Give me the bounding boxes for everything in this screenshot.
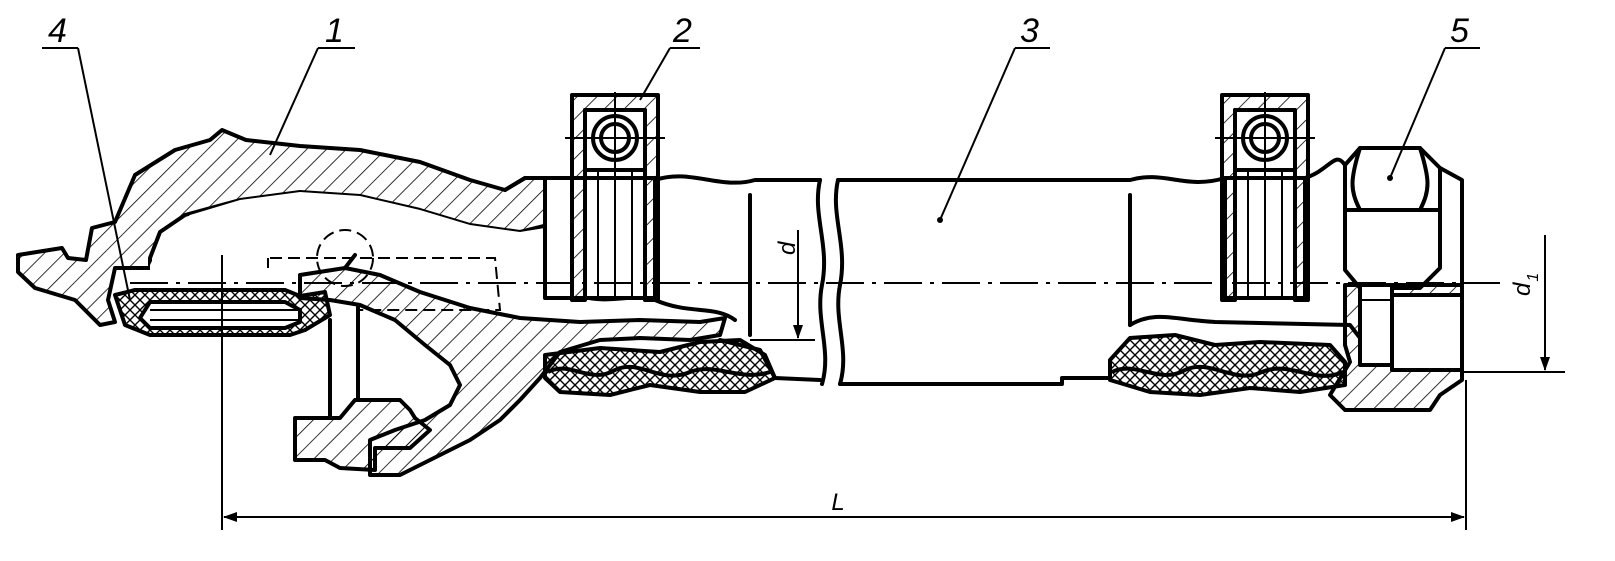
dimension-label-L: L [831, 489, 844, 516]
hose-outline-top-left [653, 174, 822, 185]
callout-label-4: 4 [48, 12, 67, 50]
callout-label-3: 3 [1020, 12, 1039, 50]
callout-3: 3 [937, 12, 1050, 223]
hose-wall-right [1108, 333, 1347, 397]
coupling-bore [150, 192, 545, 285]
hose-break-right [833, 178, 846, 386]
union-nut-edge [1303, 157, 1464, 287]
callout-leader [1389, 47, 1446, 179]
callout-2: 2 [639, 12, 700, 101]
union-thread-left [1358, 283, 1394, 367]
callout-4: 4 [42, 12, 131, 301]
hose [543, 174, 1362, 397]
callout-leader [77, 47, 131, 301]
dimension-label-d1: d1 [1509, 273, 1542, 296]
callout-label-2: 2 [672, 12, 692, 50]
union-nut [1303, 146, 1464, 412]
hose-corrugation-right [1111, 364, 1344, 378]
valve-bore-hidden [267, 257, 502, 311]
callout-5: 5 [1387, 12, 1480, 181]
union-nut-hex [1343, 146, 1442, 290]
hose-break-left [815, 178, 828, 386]
callout-1: 1 [269, 12, 355, 156]
hose-outline-top-right [836, 175, 1227, 184]
callout-leader [639, 47, 671, 101]
dimension-label-d: d [774, 241, 801, 255]
dimension-L: L [221, 255, 1467, 530]
hose-wall-left [543, 338, 777, 397]
hose-corrugation-left [547, 364, 771, 378]
clamp-right [1215, 92, 1315, 302]
dimension-d1: d1 [1462, 235, 1565, 373]
callout-leader [269, 47, 319, 156]
callout-label-1: 1 [325, 12, 344, 50]
clamp-left [543, 92, 665, 302]
union-nut-faces [1343, 146, 1442, 212]
d1-subscript: 1 [1525, 273, 1542, 282]
callout-dot [937, 217, 943, 223]
outlet-spout [293, 398, 432, 472]
callout-leader [939, 47, 1016, 221]
seal-ring-inner [138, 300, 302, 330]
union-bore [1390, 293, 1464, 372]
callout-dot [1387, 175, 1393, 181]
clamp-band-left [543, 176, 657, 300]
d1-base: d [1509, 282, 1536, 296]
valve-ball-hidden [316, 229, 374, 287]
dimension-d: d [750, 230, 815, 341]
inner-sleeve-right [1128, 314, 1362, 340]
coupling-lower-section [298, 266, 727, 477]
hose-outline-bottom-right [838, 376, 1112, 386]
coupling-head [16, 128, 727, 477]
callout-label-5: 5 [1450, 12, 1469, 50]
